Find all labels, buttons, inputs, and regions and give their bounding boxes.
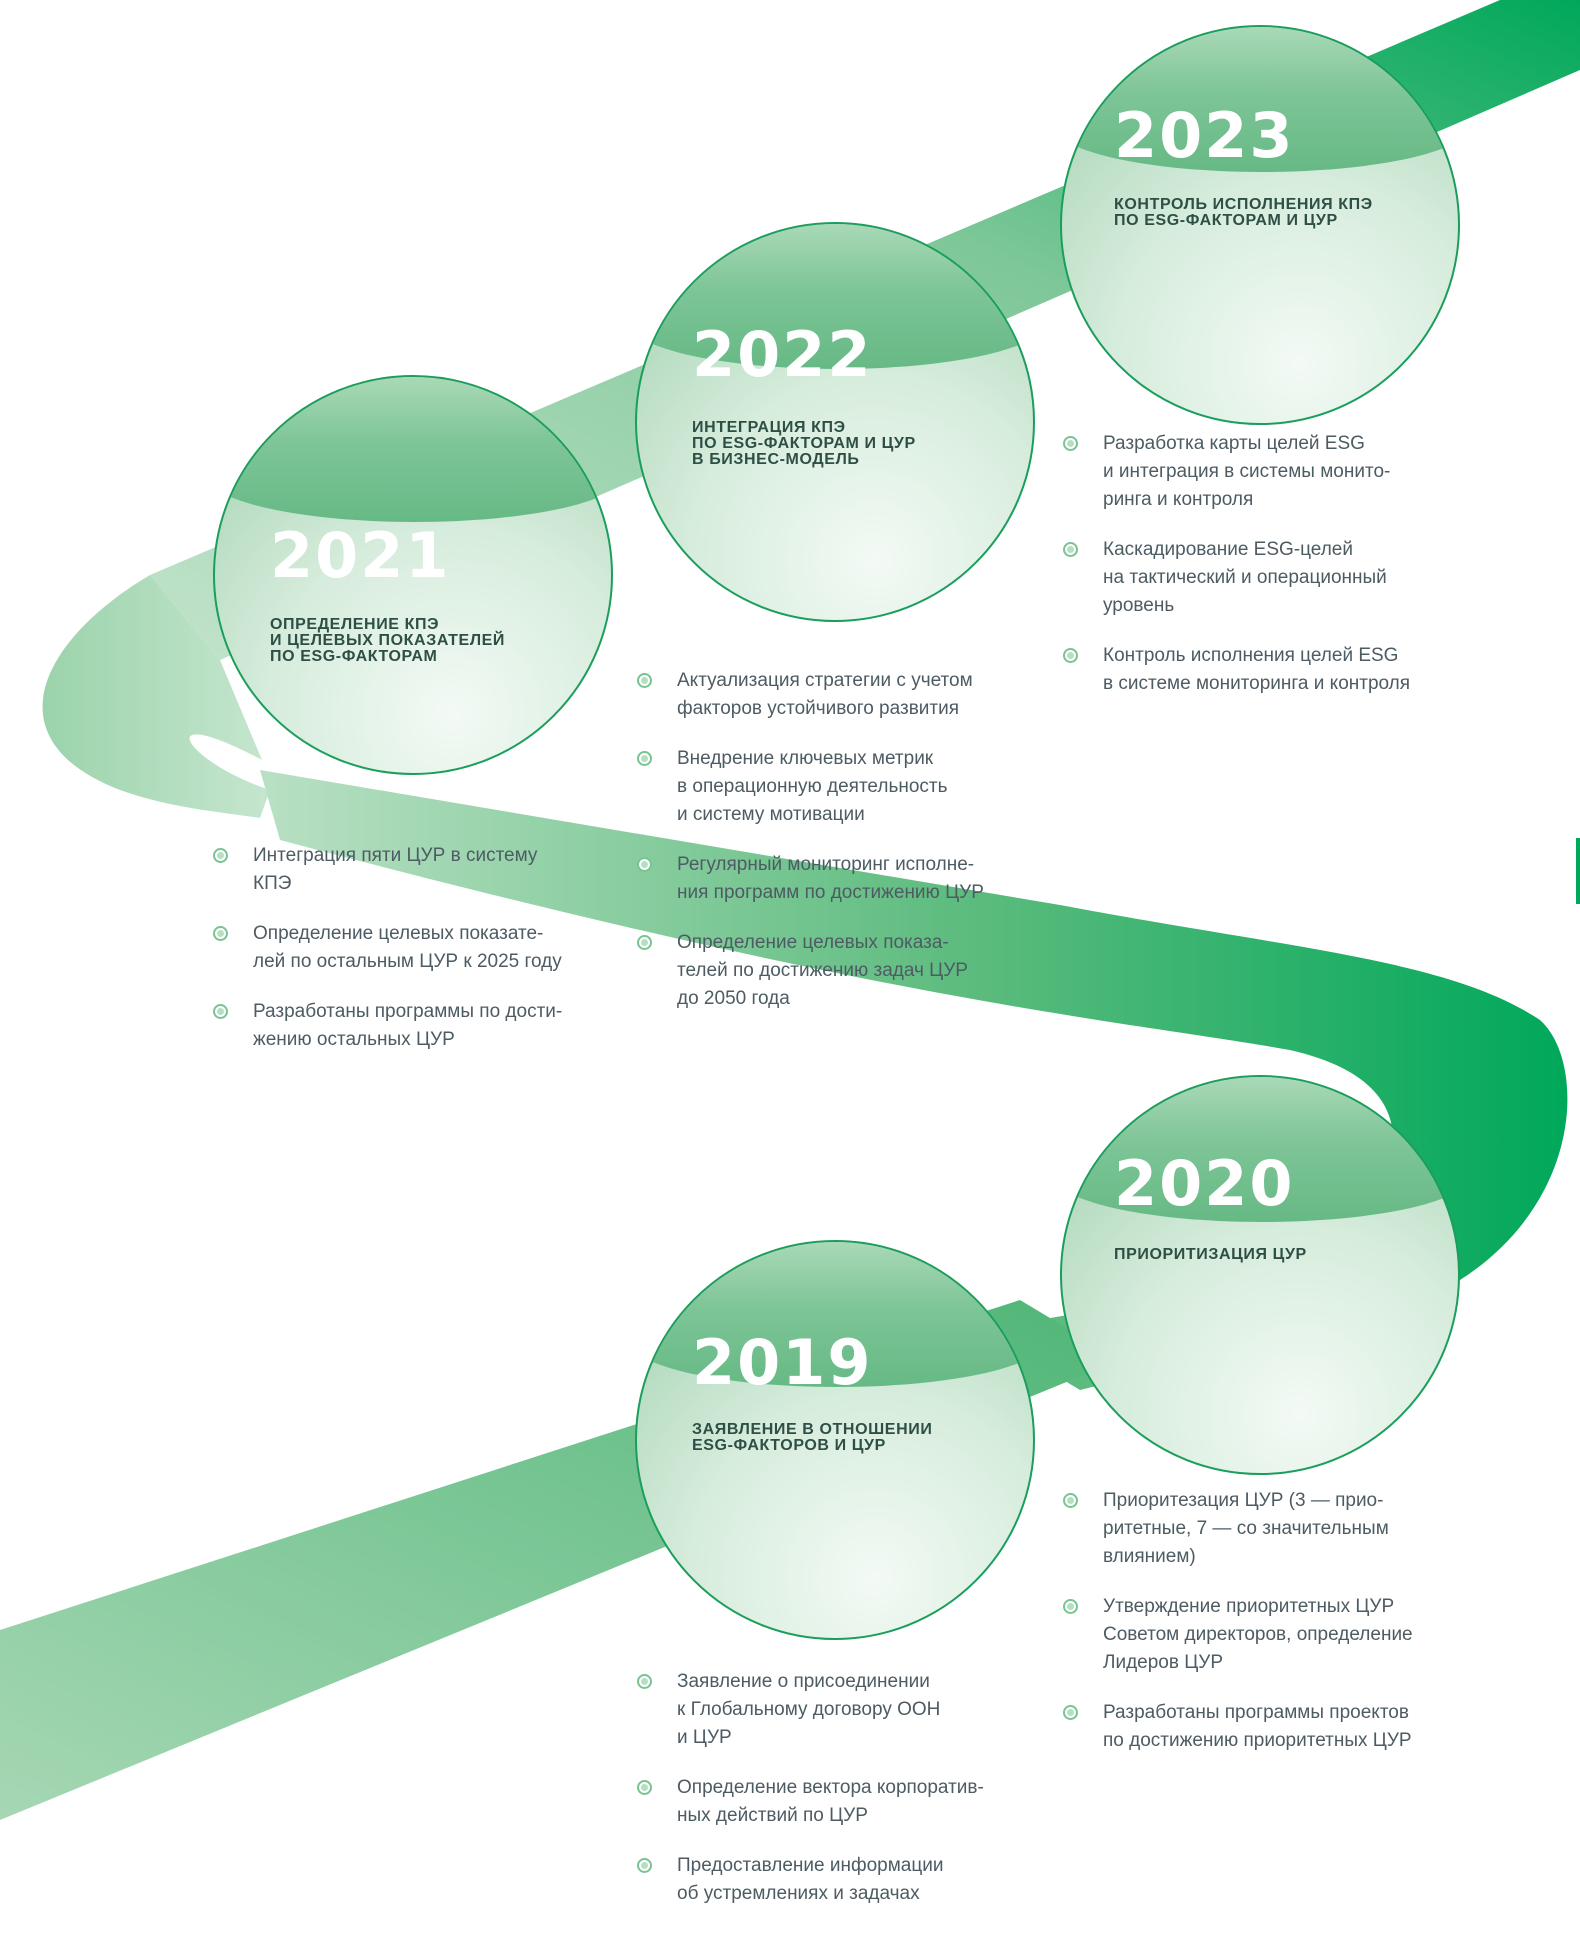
milestone-year: 2022 — [692, 318, 873, 391]
milestone-2023-bullets: Разработка карты целей ESG и интеграция … — [1063, 430, 1493, 720]
bullet-item: Интеграция пяти ЦУР в систему КПЭ — [213, 842, 613, 898]
milestone-year: 2019 — [692, 1326, 873, 1399]
bullet-item: Регулярный мониторинг исполне- ния прогр… — [637, 851, 1037, 907]
bullet-text: Заявление о присоединении к Глобальному … — [677, 1671, 941, 1748]
circle-cap — [1062, 1077, 1458, 1222]
milestone-year: 2021 — [270, 519, 451, 592]
milestone-2020-bullets: Приоритезация ЦУР (3 — прио- ритетные, 7… — [1063, 1487, 1493, 1777]
bullet-icon — [637, 751, 652, 766]
bullet-text: Определение вектора корпоратив- ных дейс… — [677, 1777, 984, 1826]
bullet-item: Разработаны программы по дости- жению ос… — [213, 998, 613, 1054]
bullet-icon — [637, 1858, 652, 1873]
bullet-text: Разработаны программы проектов по достиж… — [1103, 1702, 1412, 1751]
bullet-text: Определение целевых показа- телей по дос… — [677, 932, 968, 1009]
milestone-title: Контроль исполнения КПЭ по ESG-факторам … — [1114, 196, 1373, 229]
milestone-circle-2023: 2023 Контроль исполнения КПЭ по ESG-факт… — [1060, 25, 1460, 425]
bullet-item: Утверждение приоритетных ЦУР Советом дир… — [1063, 1593, 1493, 1677]
bullet-icon — [213, 1004, 228, 1019]
bullet-icon — [637, 1780, 652, 1795]
bullet-icon — [637, 1674, 652, 1689]
bullet-icon — [1063, 1705, 1078, 1720]
bullet-icon — [1063, 542, 1078, 557]
bullet-text: Приоритезация ЦУР (3 — прио- ритетные, 7… — [1103, 1490, 1389, 1567]
bullet-text: Внедрение ключевых метрик в операционную… — [677, 748, 948, 825]
bullet-item: Заявление о присоединении к Глобальному … — [637, 1668, 1037, 1752]
milestone-circle-2019: 2019 Заявление в отношении ESG-факторов … — [635, 1240, 1035, 1640]
milestone-title: Приоритизация ЦУР — [1114, 1246, 1307, 1263]
bullet-text: Утверждение приоритетных ЦУР Советом дир… — [1103, 1596, 1413, 1673]
bullet-icon — [637, 857, 652, 872]
milestone-circle-2020: 2020 Приоритизация ЦУР — [1060, 1075, 1460, 1475]
bullet-item: Определение целевых показате- лей по ост… — [213, 920, 613, 976]
milestone-title: Определение КПЭ и целевых показателей по… — [270, 616, 506, 665]
bullet-item: Определение вектора корпоратив- ных дейс… — [637, 1774, 1037, 1830]
bullet-item: Внедрение ключевых метрик в операционную… — [637, 745, 1037, 829]
milestone-title: Интеграция КПЭ по ESG-факторам и ЦУР в б… — [692, 419, 916, 468]
bullet-item: Приоритезация ЦУР (3 — прио- ритетные, 7… — [1063, 1487, 1493, 1571]
bullet-icon — [1063, 1599, 1078, 1614]
bullet-icon — [213, 926, 228, 941]
circle-cap — [637, 1242, 1033, 1387]
bullet-icon — [1063, 648, 1078, 663]
circle-cap — [637, 224, 1033, 369]
bullet-item: Актуализация стратегии с учетом факторов… — [637, 667, 1037, 723]
milestone-year: 2023 — [1114, 99, 1295, 172]
bullet-text: Каскадирование ESG-целей на тактический … — [1103, 539, 1387, 616]
ribbon-left-loop — [42, 575, 271, 818]
circle-cap — [1062, 27, 1458, 172]
bullet-item: Разработка карты целей ESG и интеграция … — [1063, 430, 1493, 514]
milestone-2021-bullets: Интеграция пяти ЦУР в систему КПЭ Опреде… — [213, 842, 613, 1076]
bullet-icon — [1063, 436, 1078, 451]
milestone-title: Заявление в отношении ESG-факторов и ЦУР — [692, 1421, 933, 1454]
bullet-item: Предоставление информации об устремления… — [637, 1852, 1037, 1908]
bullet-text: Разработка карты целей ESG и интеграция … — [1103, 433, 1391, 510]
bullet-text: Определение целевых показате- лей по ост… — [253, 923, 562, 972]
ribbon-middle-band — [260, 770, 1568, 1280]
milestone-circle-2021: 2021 Определение КПЭ и целевых показател… — [213, 375, 613, 775]
bullet-item: Каскадирование ESG-целей на тактический … — [1063, 536, 1493, 620]
bullet-item: Разработаны программы проектов по достиж… — [1063, 1699, 1493, 1755]
bullet-icon — [637, 673, 652, 688]
milestone-2022-bullets: Актуализация стратегии с учетом факторов… — [637, 667, 1037, 1035]
bullet-item: Определение целевых показа- телей по дос… — [637, 929, 1037, 1013]
edge-marker — [1576, 838, 1580, 904]
bullet-text: Регулярный мониторинг исполне- ния прогр… — [677, 854, 984, 903]
circle-cap — [215, 377, 611, 522]
bullet-icon — [213, 848, 228, 863]
milestone-2019-bullets: Заявление о присоединении к Глобальному … — [637, 1668, 1037, 1930]
bullet-text: Интеграция пяти ЦУР в систему КПЭ — [253, 845, 538, 894]
bullet-text: Предоставление информации об устремления… — [677, 1855, 944, 1904]
bullet-item: Контроль исполнения целей ESG в системе … — [1063, 642, 1493, 698]
bullet-text: Актуализация стратегии с учетом факторов… — [677, 670, 973, 719]
milestone-circle-2022: 2022 Интеграция КПЭ по ESG-факторам и ЦУ… — [635, 222, 1035, 622]
bullet-icon — [1063, 1493, 1078, 1508]
bullet-text: Разработаны программы по дости- жению ос… — [253, 1001, 563, 1050]
bullet-icon — [637, 935, 652, 950]
bullet-text: Контроль исполнения целей ESG в системе … — [1103, 645, 1411, 694]
milestone-year: 2020 — [1114, 1147, 1295, 1220]
